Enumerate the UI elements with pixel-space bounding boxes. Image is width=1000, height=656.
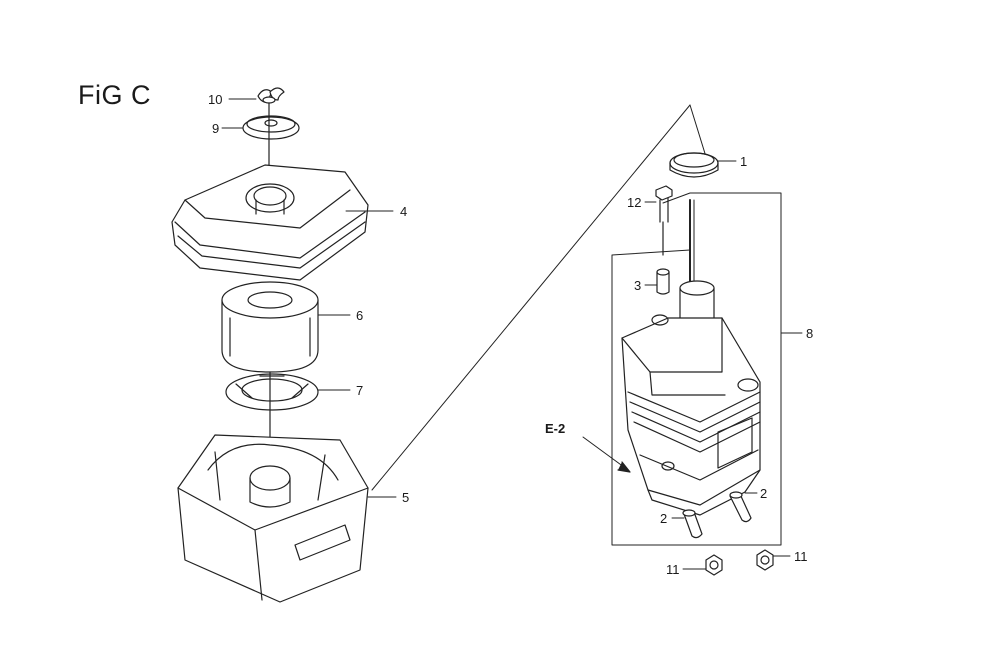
callout-6: 6 (356, 308, 364, 323)
callout-11a: 11 (666, 562, 680, 577)
callout-8: 8 (806, 326, 814, 341)
callout-2b: 2 (660, 511, 668, 526)
gasket-part-7 (225, 373, 319, 411)
reference-label-e2: E-2 (545, 421, 566, 436)
callout-11b: 11 (794, 549, 808, 564)
dowel-part-2a (729, 491, 752, 523)
seal-ring-part-1 (669, 152, 719, 178)
callout-7: 7 (356, 383, 364, 398)
callout-9: 9 (212, 121, 220, 136)
callout-3: 3 (634, 278, 642, 293)
carburetor-body-part-8 (621, 280, 761, 516)
callout-5: 5 (402, 490, 410, 505)
nut-part-11a (705, 554, 723, 576)
callout-12: 12 (627, 195, 642, 210)
callout-1: 1 (740, 154, 748, 169)
wing-nut-part-10 (257, 87, 285, 104)
nut-part-11b (756, 549, 774, 571)
dowel-part-3 (656, 268, 670, 295)
air-cleaner-cover-part-4 (171, 164, 369, 281)
figure-title: FiG C (78, 80, 151, 110)
callout-10: 10 (208, 92, 223, 107)
filter-element-part-6 (221, 281, 319, 373)
bolt-part-12 (655, 185, 673, 256)
air-cleaner-case-part-5 (177, 434, 369, 603)
callout-2a: 2 (760, 486, 768, 501)
cover-plate-part-9 (242, 115, 300, 140)
callout-4: 4 (400, 204, 408, 219)
dowel-part-2b (682, 509, 703, 539)
